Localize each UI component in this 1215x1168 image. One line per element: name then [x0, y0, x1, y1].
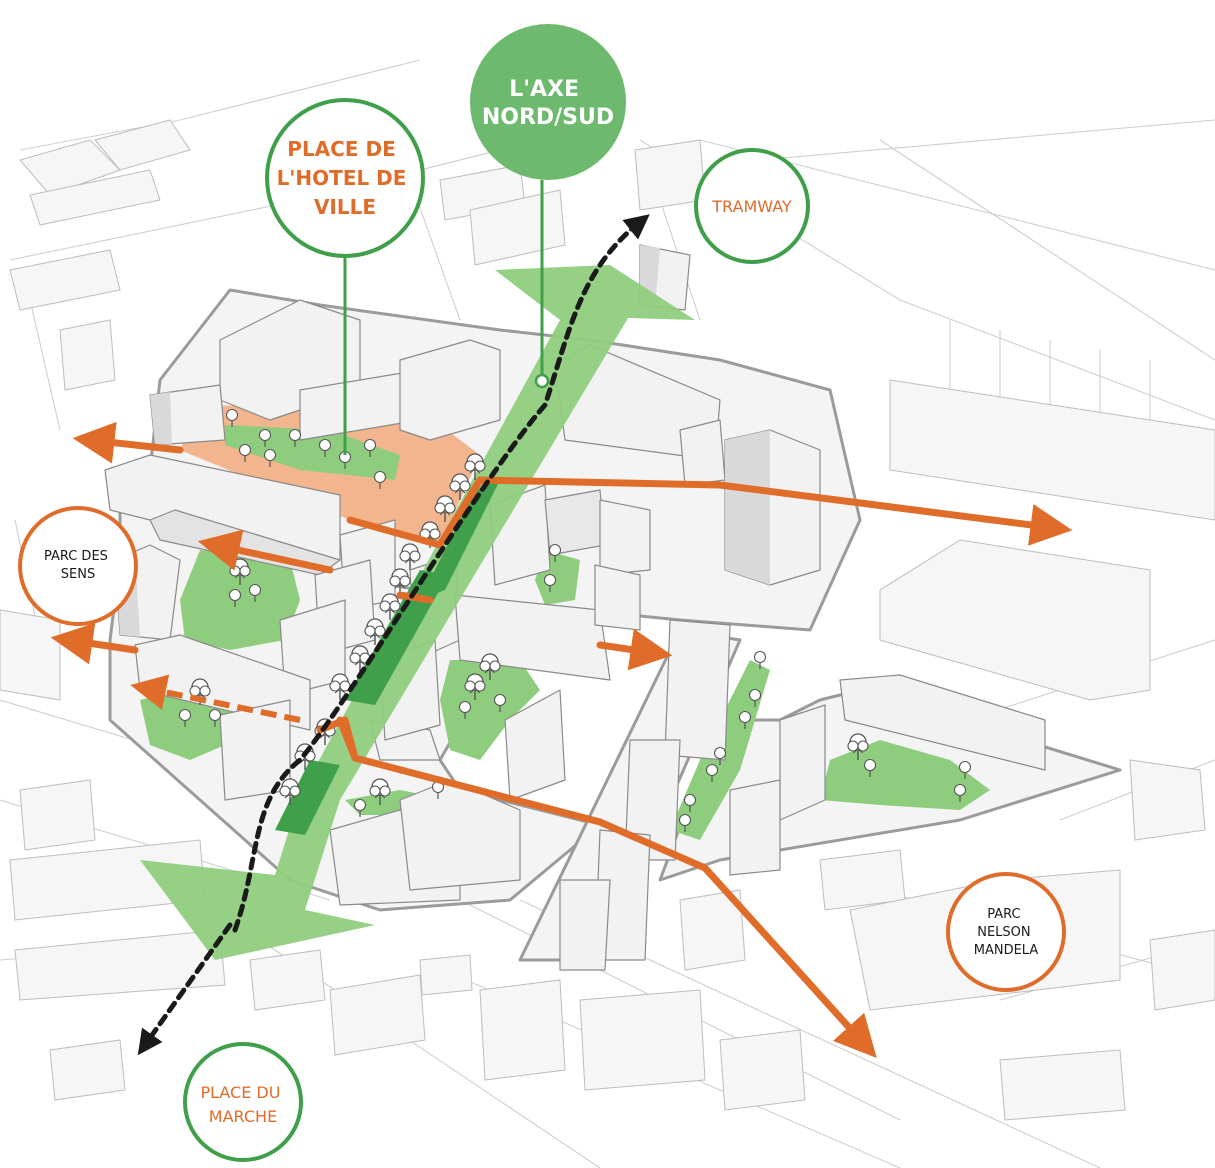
orange-routes	[50, 421, 1073, 1058]
callout-lines	[343, 180, 544, 455]
dotted-connection	[137, 214, 650, 1056]
circle-axe	[470, 24, 626, 180]
route-west-mid	[50, 622, 139, 665]
circle-parc-mandela	[946, 872, 1066, 992]
route-center-east	[596, 628, 673, 671]
axe-dark-lane-1	[420, 480, 500, 600]
park-mandela	[820, 740, 990, 810]
park-sens	[180, 550, 300, 650]
route-west-north	[72, 421, 184, 464]
axe-dark-lane-2	[345, 570, 448, 705]
route-mid	[396, 591, 434, 604]
route-diag	[316, 716, 359, 762]
label-tramway: TRAMWAY	[711, 197, 792, 216]
label-hotel: PLACE DE L'HOTEL DE VILLE	[277, 137, 414, 219]
label-parc-sens: PARC DES SENS	[44, 549, 112, 582]
axe-nord-sud	[140, 265, 695, 960]
label-parc-mandela: PARC NELSON MANDELA	[974, 907, 1039, 958]
route-west-dashed	[130, 674, 301, 723]
circle-place-marche	[183, 1042, 303, 1162]
label-place-marche: PLACE DU MARCHE	[200, 1083, 285, 1126]
route-sens	[197, 529, 334, 574]
axe-dark-lane-3	[275, 760, 340, 835]
label-axe: L'AXE NORD/SUD	[482, 77, 614, 130]
circle-hotel	[265, 98, 425, 258]
callout-dot-axe	[534, 373, 550, 389]
route-plaza	[346, 516, 444, 549]
circle-parc-sens	[18, 506, 138, 626]
circle-tramway	[694, 148, 810, 264]
route-east-north	[436, 476, 1073, 549]
